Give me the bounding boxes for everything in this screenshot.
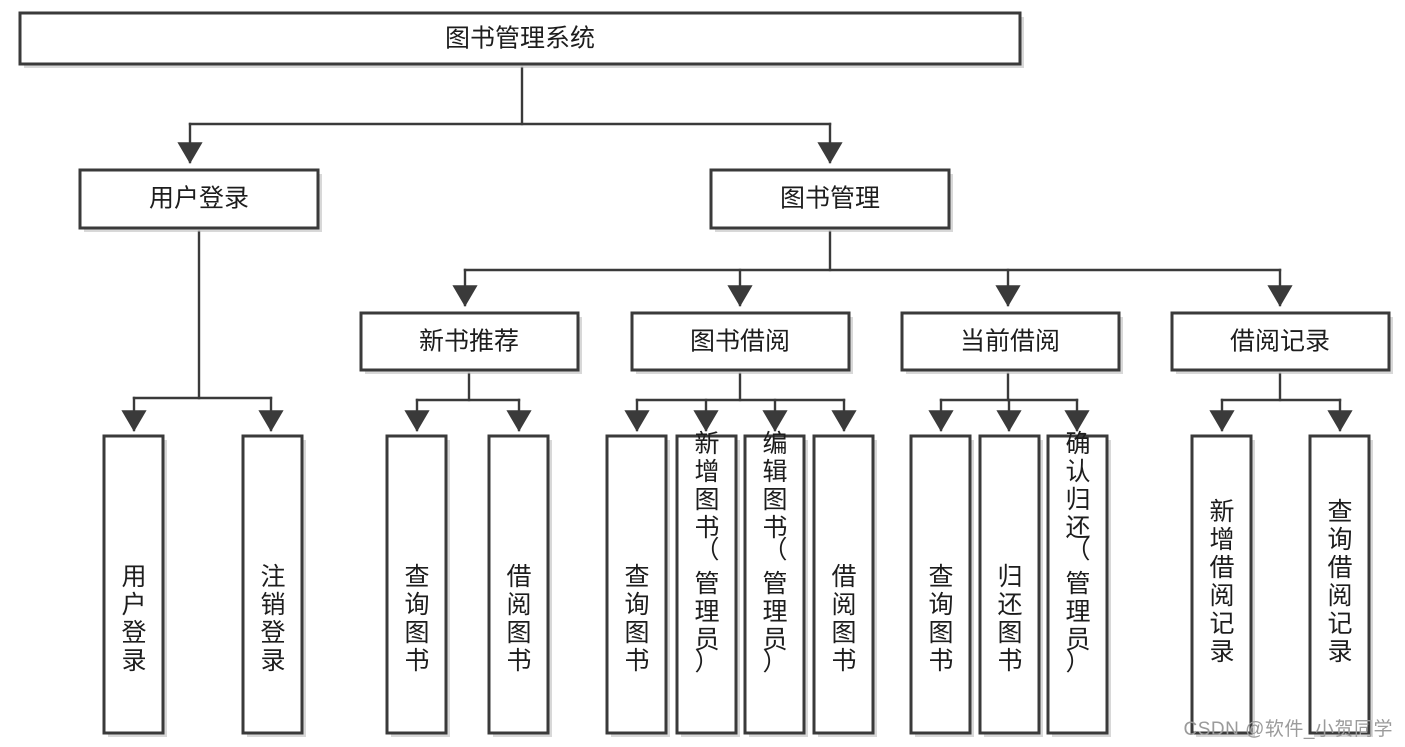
node-book-borrow[interactable]: 图书借阅 — [630, 311, 853, 374]
leaf-query-borrow-record[interactable]: 查询借阅记录 — [1308, 434, 1373, 737]
leaf-confirm-return-label: 确认归还（管理员） — [1065, 430, 1090, 676]
node-user-login-box — [78, 168, 320, 230]
edge-group-book-manage — [452, 230, 1293, 307]
leaf-borrow-book-borrow-label: 借阅图书 — [831, 563, 856, 675]
leaf-borrow-book-borrow[interactable]: 借阅图书 — [812, 434, 877, 737]
node-new-book-recommend-label: 新书推荐 — [419, 328, 519, 356]
node-book-manage-label: 图书管理 — [780, 185, 880, 213]
leaf-user-login-box — [102, 434, 165, 735]
leaf-query-book-recommend[interactable]: 查询图书 — [385, 434, 450, 737]
leaf-return-book[interactable]: 归还图书 — [978, 434, 1043, 737]
node-current-borrow-box — [900, 311, 1121, 372]
leaf-borrow-book-recommend[interactable]: 借阅图书 — [487, 434, 552, 737]
leaf-edit-book-box — [743, 434, 806, 735]
node-current-borrow[interactable]: 当前借阅 — [900, 311, 1123, 374]
leaf-borrow-book-recommend-box — [487, 434, 550, 735]
leaf-edit-book-label: 编辑图书（管理员） — [762, 430, 787, 676]
node-book-borrow-box — [630, 311, 851, 372]
leaf-user-login[interactable]: 用户登录 — [102, 434, 167, 737]
leaf-logout[interactable]: 注销登录 — [241, 434, 306, 737]
edge-group-current-borrow — [928, 372, 1090, 432]
leaf-add-borrow-record[interactable]: 新增借阅记录 — [1190, 434, 1255, 737]
edge-group-user-login — [121, 230, 284, 432]
edge-group-book-borrow — [624, 372, 857, 432]
leaf-query-book-current-box — [909, 434, 972, 735]
leaf-user-login-label: 用户登录 — [121, 563, 146, 675]
node-new-book-recommend[interactable]: 新书推荐 — [359, 311, 582, 374]
leaf-logout-label: 注销登录 — [260, 563, 285, 675]
node-book-manage-box — [709, 168, 951, 230]
node-borrow-record-label: 借阅记录 — [1230, 328, 1330, 356]
edge-group-borrow-record — [1209, 372, 1353, 432]
leaf-query-book-recommend-label: 查询图书 — [404, 563, 429, 675]
leaf-edit-book[interactable]: 编辑图书（管理员） — [743, 430, 808, 737]
leaf-confirm-return-box — [1046, 434, 1109, 735]
leaf-query-book-borrow[interactable]: 查询图书 — [605, 434, 670, 737]
leaf-borrow-book-borrow-box — [812, 434, 875, 735]
leaf-query-book-current-label: 查询图书 — [928, 563, 953, 675]
node-borrow-record-box — [1170, 311, 1391, 372]
node-book-borrow-label: 图书借阅 — [690, 328, 790, 356]
leaf-query-book-borrow-label: 查询图书 — [624, 563, 649, 675]
leaf-query-book-current[interactable]: 查询图书 — [909, 434, 974, 737]
leaf-add-borrow-record-box — [1190, 434, 1253, 735]
leaf-confirm-return[interactable]: 确认归还（管理员） — [1046, 430, 1111, 737]
node-current-borrow-label: 当前借阅 — [960, 328, 1060, 356]
leaf-logout-box — [241, 434, 304, 735]
node-user-login[interactable]: 用户登录 — [78, 168, 322, 232]
leaf-add-book[interactable]: 新增图书（管理员） — [675, 430, 740, 737]
leaf-query-borrow-record-box — [1308, 434, 1371, 735]
node-root-label: 图书管理系统 — [445, 25, 595, 53]
leaf-return-book-label: 归还图书 — [997, 563, 1022, 675]
leaf-borrow-book-recommend-label: 借阅图书 — [506, 563, 531, 675]
leaf-return-book-box — [978, 434, 1041, 735]
leaf-add-book-box — [675, 434, 738, 735]
edge-group-new-book — [404, 372, 532, 432]
edge-group-root — [177, 66, 843, 164]
leaf-add-book-label: 新增图书（管理员） — [694, 430, 719, 676]
leaf-query-book-recommend-box — [385, 434, 448, 735]
node-book-manage[interactable]: 图书管理 — [709, 168, 953, 232]
node-new-book-recommend-box — [359, 311, 580, 372]
node-root-box — [18, 11, 1022, 66]
node-root[interactable]: 图书管理系统 — [18, 11, 1024, 68]
leaf-add-borrow-record-label: 新增借阅记录 — [1209, 498, 1234, 666]
node-borrow-record[interactable]: 借阅记录 — [1170, 311, 1393, 374]
node-user-login-label: 用户登录 — [149, 185, 249, 213]
leaf-query-book-borrow-box — [605, 434, 668, 735]
leaf-query-borrow-record-label: 查询借阅记录 — [1327, 498, 1352, 666]
